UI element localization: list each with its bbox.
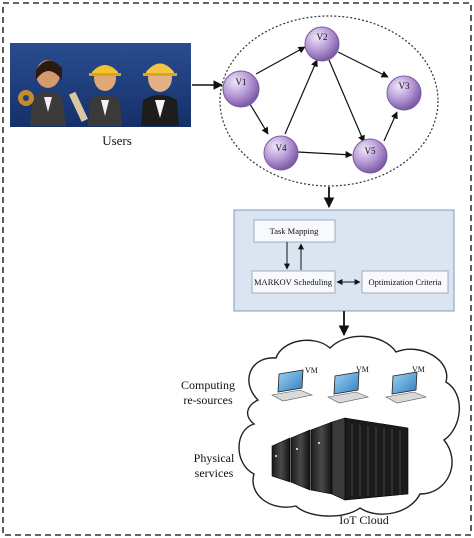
graph-node-v1: V1 bbox=[222, 70, 260, 108]
edge-v1-v2 bbox=[255, 46, 306, 75]
vm-laptop-1: VM bbox=[271, 366, 318, 402]
computing-resources-label-line1: Computing bbox=[181, 378, 235, 392]
svg-text:VM: VM bbox=[356, 365, 369, 374]
physical-services-label-line1: Physical bbox=[194, 451, 235, 465]
graph-node-v5: V5 bbox=[352, 138, 388, 174]
graph-node-v3: V3 bbox=[386, 75, 422, 111]
graph-edges bbox=[249, 46, 398, 159]
vm-laptop-2: VM bbox=[327, 365, 370, 404]
svg-text:V5: V5 bbox=[365, 146, 376, 156]
edge-v2-v5 bbox=[328, 59, 365, 143]
iot-cloud-title: IoT Cloud bbox=[339, 513, 388, 527]
svg-text:VM: VM bbox=[412, 365, 425, 374]
physical-services-label-line2: services bbox=[195, 466, 234, 480]
svg-text:Optimization Criteria: Optimization Criteria bbox=[369, 277, 442, 287]
svg-text:MARKOV Scheduling: MARKOV Scheduling bbox=[254, 277, 333, 287]
svg-text:Task Mapping: Task Mapping bbox=[270, 226, 319, 236]
users-label: Users bbox=[102, 133, 132, 148]
svg-text:V3: V3 bbox=[399, 81, 410, 91]
users-panel bbox=[10, 43, 191, 127]
computing-resources-label-line2: re-sources bbox=[183, 393, 233, 407]
svg-text:V4: V4 bbox=[276, 143, 287, 153]
user-avatar-1 bbox=[18, 60, 66, 126]
server-racks bbox=[271, 417, 409, 501]
edge-v1-v4 bbox=[249, 103, 269, 135]
svg-text:V2: V2 bbox=[317, 32, 328, 42]
task-mapping-box: Task Mapping bbox=[253, 219, 336, 243]
workflow-graph-boundary bbox=[219, 15, 439, 187]
optimization-criteria-box: Optimization Criteria bbox=[361, 270, 449, 294]
edge-v2-v3 bbox=[337, 51, 389, 78]
edge-v4-v2 bbox=[284, 59, 318, 135]
user-avatar-2 bbox=[68, 65, 122, 126]
markov-scheduling-box: MARKOV Scheduling bbox=[251, 270, 336, 294]
scheduler-arrows bbox=[284, 242, 361, 285]
edge-v4-v5 bbox=[297, 151, 353, 159]
user-avatar-3 bbox=[141, 63, 179, 126]
edge-v5-v3 bbox=[383, 111, 398, 142]
svg-text:VM: VM bbox=[305, 366, 318, 375]
graph-node-v2: V2 bbox=[304, 26, 340, 62]
vm-laptop-3: VM bbox=[385, 365, 428, 404]
svg-text:V1: V1 bbox=[236, 77, 247, 87]
graph-node-v4: V4 bbox=[263, 135, 299, 171]
